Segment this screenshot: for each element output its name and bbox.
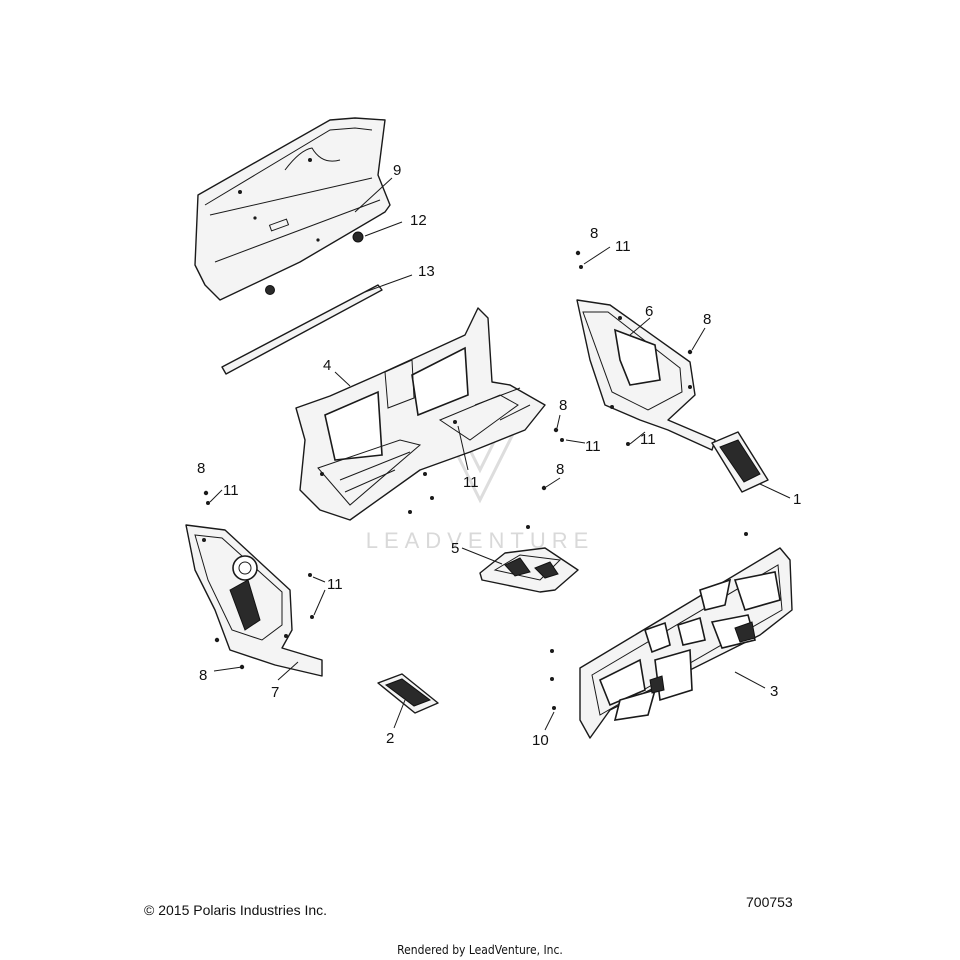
part-7-left-side-panel[interactable] bbox=[185, 524, 323, 677]
leader-lines bbox=[209, 177, 791, 731]
part-12-nut-lower[interactable] bbox=[265, 285, 275, 295]
fastener-8[interactable] bbox=[214, 637, 220, 643]
callout-11[interactable]: 11 bbox=[640, 431, 656, 448]
callout-8[interactable]: 8 bbox=[703, 311, 711, 328]
callout-12[interactable]: 12 bbox=[410, 212, 427, 229]
part-6-right-side-panel[interactable] bbox=[576, 299, 716, 451]
fastener-11[interactable] bbox=[453, 420, 457, 424]
rendered-by-text: Rendered by LeadVenture, Inc. bbox=[397, 943, 563, 957]
callouts: 9 12 13 8 11 6 8 4 8 11 11 8 11 1 8 11 5… bbox=[197, 162, 801, 749]
fastener-5[interactable] bbox=[526, 525, 530, 529]
callout-6[interactable]: 6 bbox=[645, 303, 653, 320]
part-13-seal-strip[interactable] bbox=[221, 284, 383, 375]
callout-8[interactable]: 8 bbox=[590, 225, 598, 242]
callout-10[interactable]: 10 bbox=[532, 732, 549, 749]
part-2-left-footrest[interactable] bbox=[377, 673, 439, 714]
callout-4[interactable]: 4 bbox=[323, 357, 331, 374]
fastener-11[interactable] bbox=[310, 615, 314, 619]
copyright-text: © 2015 Polaris Industries Inc. bbox=[144, 902, 328, 918]
callout-2[interactable]: 2 bbox=[386, 730, 394, 747]
part-4-floor-assembly[interactable] bbox=[295, 307, 546, 521]
fastener-11[interactable] bbox=[308, 573, 312, 577]
fastener-11[interactable] bbox=[626, 442, 630, 446]
fastener-10[interactable] bbox=[550, 677, 554, 681]
callout-11[interactable]: 11 bbox=[223, 482, 239, 499]
part-12-nut[interactable] bbox=[352, 231, 364, 243]
callout-8[interactable]: 8 bbox=[199, 667, 207, 684]
callout-9[interactable]: 9 bbox=[393, 162, 401, 179]
fastener-11[interactable] bbox=[560, 438, 564, 442]
fastener-8[interactable] bbox=[203, 490, 209, 496]
callout-8[interactable]: 8 bbox=[559, 397, 567, 414]
callout-8[interactable]: 8 bbox=[197, 460, 205, 477]
callout-8[interactable]: 8 bbox=[556, 461, 564, 478]
callout-3[interactable]: 3 bbox=[770, 683, 778, 700]
callout-5[interactable]: 5 bbox=[451, 540, 459, 557]
callout-1[interactable]: 1 bbox=[793, 491, 801, 508]
diagram-id: 700753 bbox=[746, 894, 793, 910]
fastener-11[interactable] bbox=[579, 265, 583, 269]
callout-7[interactable]: 7 bbox=[271, 684, 279, 701]
fastener-10[interactable] bbox=[550, 649, 554, 653]
fasteners bbox=[203, 250, 748, 710]
fastener-10[interactable] bbox=[552, 706, 556, 710]
fastener-11[interactable] bbox=[206, 501, 210, 505]
fastener-8[interactable] bbox=[687, 349, 693, 355]
callout-11[interactable]: 11 bbox=[615, 238, 631, 255]
callout-13[interactable]: 13 bbox=[418, 263, 435, 280]
part-1-right-footrest[interactable] bbox=[711, 431, 769, 493]
fastener-3[interactable] bbox=[744, 532, 748, 536]
part-9-rear-panel[interactable] bbox=[194, 117, 391, 301]
callout-11[interactable]: 11 bbox=[463, 474, 479, 491]
watermark-text: LEADVENTURE bbox=[366, 528, 595, 553]
part-3-skid-panel[interactable] bbox=[579, 547, 793, 739]
fastener-8[interactable] bbox=[575, 250, 581, 256]
part-5-center-panel[interactable] bbox=[479, 547, 579, 593]
callout-11[interactable]: 11 bbox=[327, 576, 343, 593]
fastener-8[interactable] bbox=[541, 485, 547, 491]
fastener-8[interactable] bbox=[553, 427, 559, 433]
callout-11[interactable]: 11 bbox=[585, 438, 601, 455]
